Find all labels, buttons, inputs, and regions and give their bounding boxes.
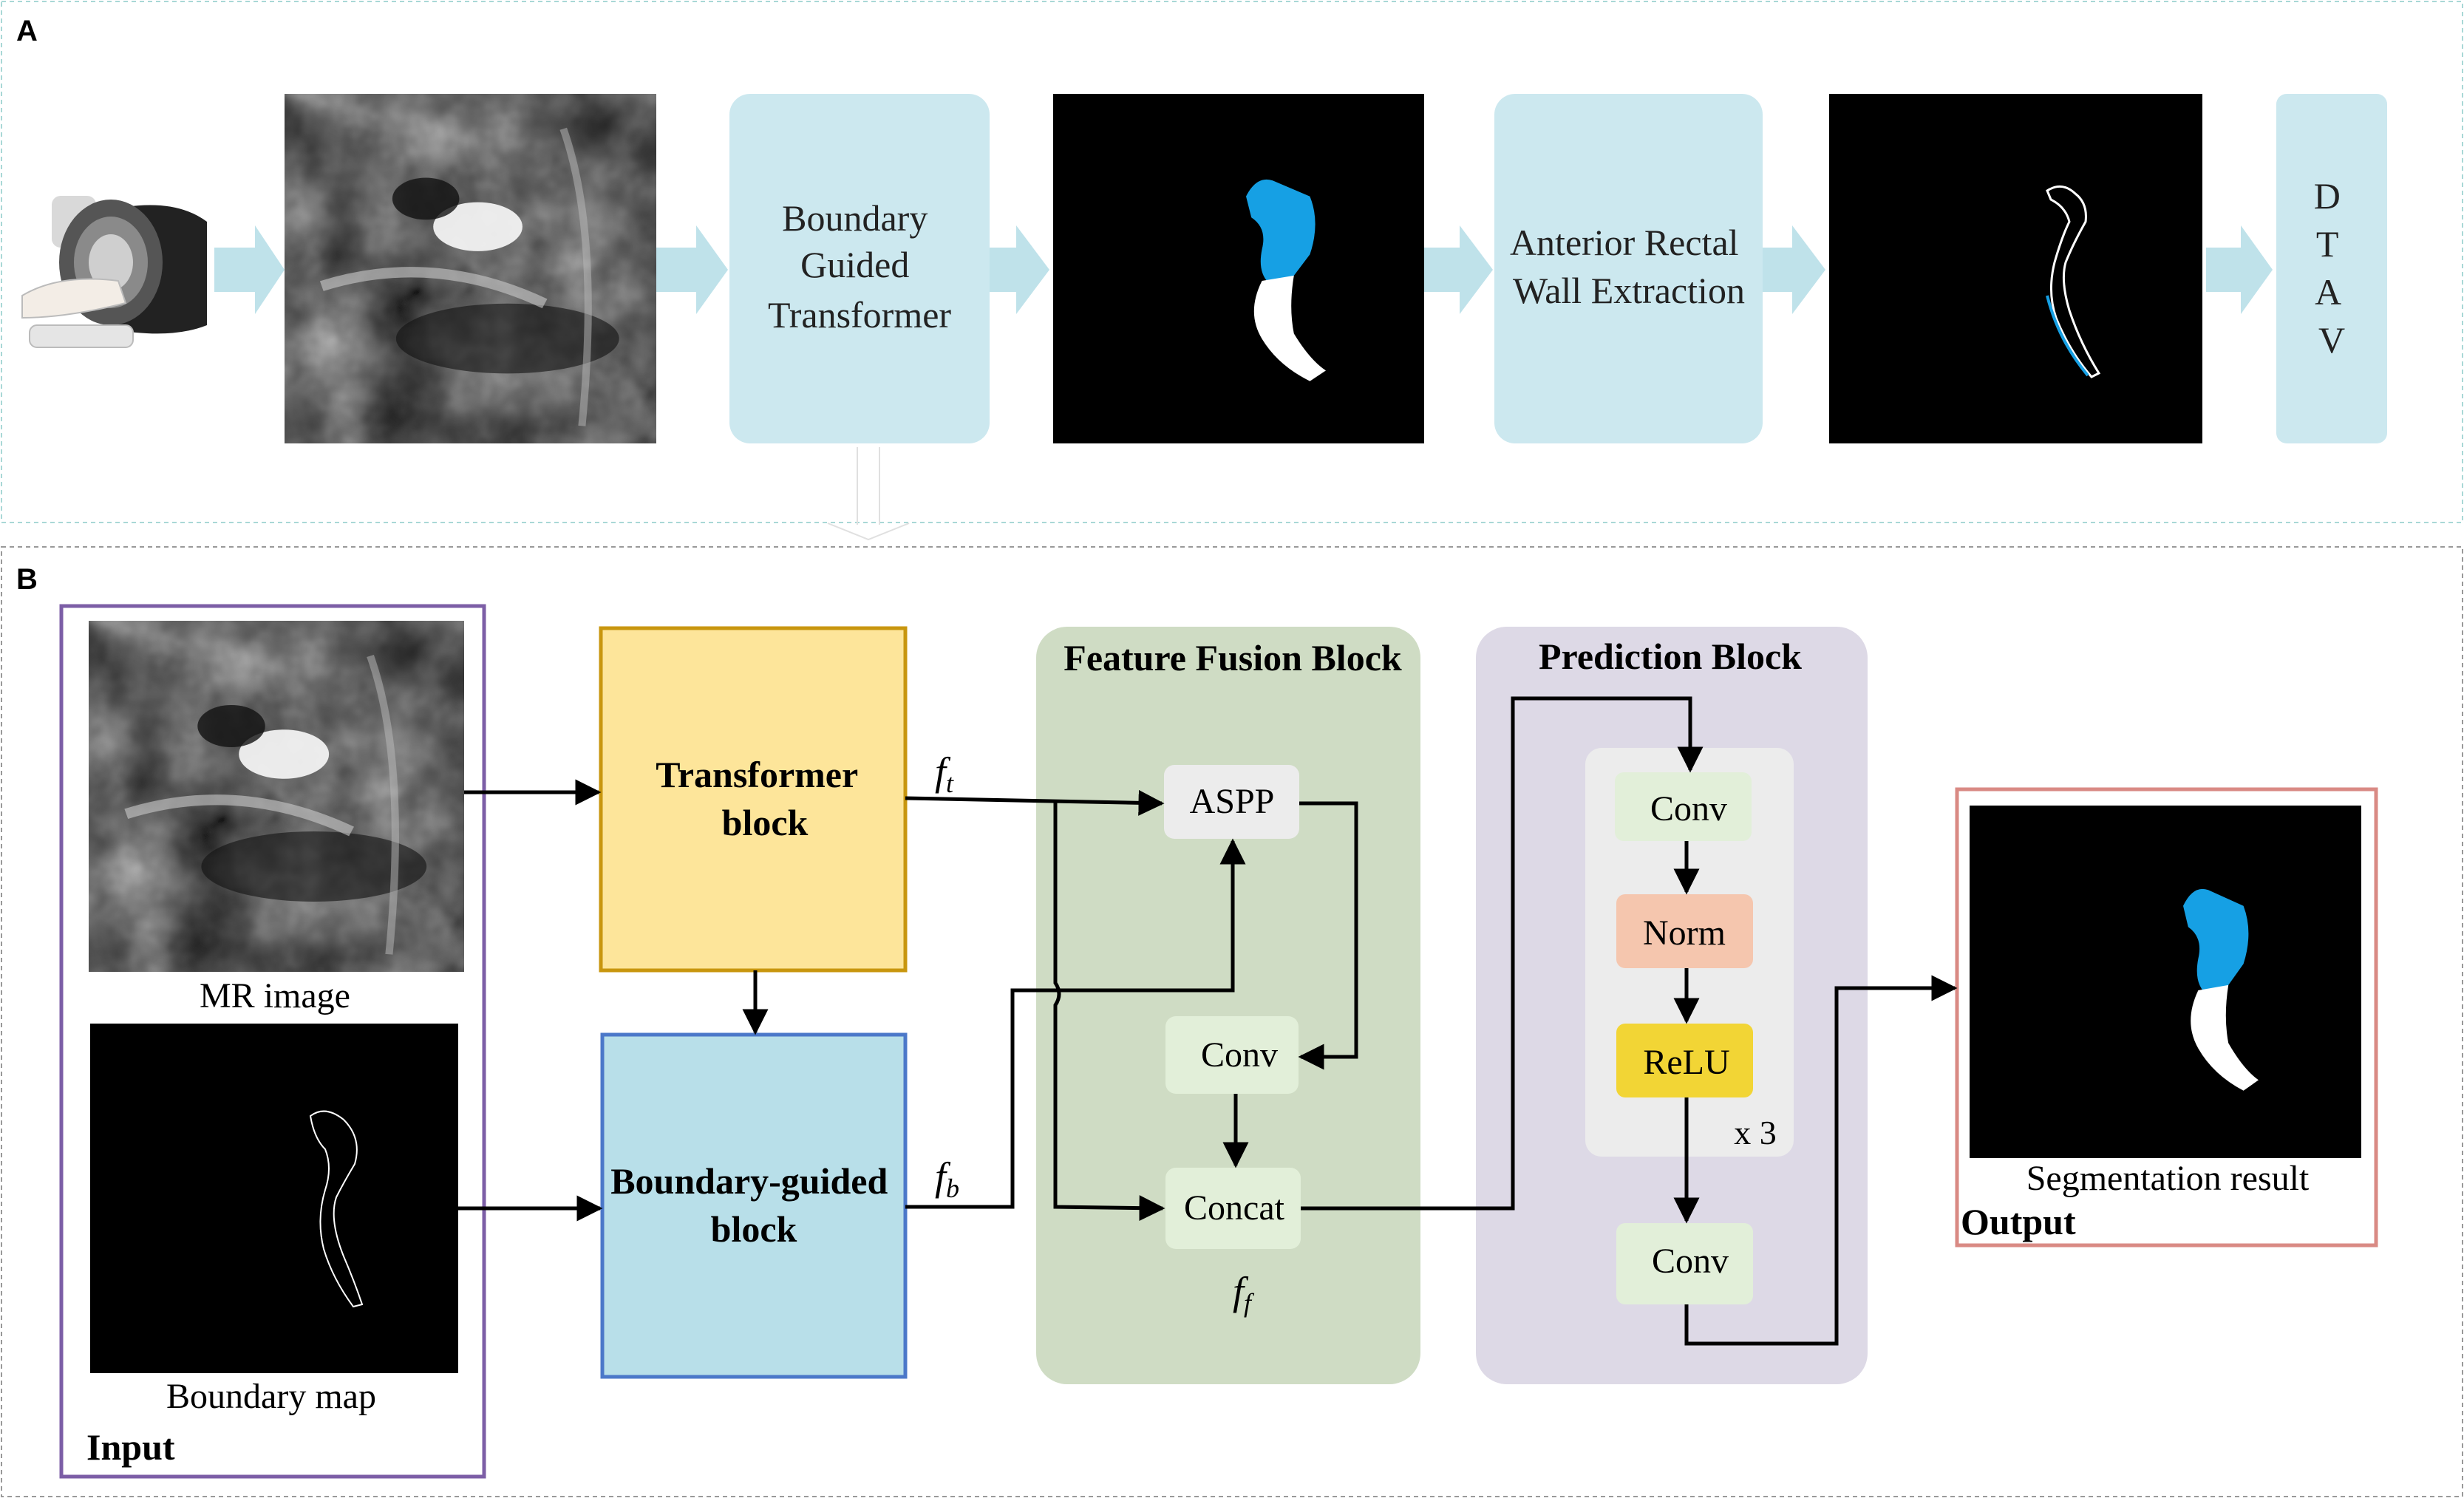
transformer-block xyxy=(599,626,908,973)
concat-to-prediction-arrow xyxy=(1301,696,1704,1211)
fb-symbol: fb xyxy=(935,1154,959,1203)
concat-label: Concat xyxy=(1184,1188,1285,1228)
input-frame xyxy=(59,604,486,1479)
panel-b-label: B xyxy=(16,563,38,596)
anterior-wall-highlight xyxy=(2046,295,2089,377)
repeat-count-label: x 3 xyxy=(1734,1114,1777,1151)
prediction-to-output-arrow xyxy=(1684,975,1958,1346)
boundary-guided-block xyxy=(600,1032,908,1379)
prediction-title: Prediction Block xyxy=(1539,636,1802,677)
mri-scanner-icon xyxy=(21,196,207,348)
output-frame xyxy=(1955,787,2378,1248)
transformer-block-label: Transformer block xyxy=(656,754,867,843)
ft-symbol: ft xyxy=(935,749,954,798)
mr-image-caption: MR image xyxy=(200,976,350,1015)
dtav-box xyxy=(2276,94,2387,443)
aspp-to-conv-arrow xyxy=(1298,801,1358,1070)
pred-conv1-node xyxy=(1615,772,1752,841)
norm-node xyxy=(1616,894,1753,968)
panel-b-frame xyxy=(1,546,2463,1497)
aspp-label: ASPP xyxy=(1190,782,1275,821)
boundary-guided-block-label: Boundary-guided block xyxy=(610,1160,897,1250)
relu-label: ReLU xyxy=(1643,1043,1729,1082)
output-title: Output xyxy=(1961,1201,2076,1242)
pred-conv2-label: Conv xyxy=(1652,1242,1729,1281)
panel-a-label: A xyxy=(16,15,38,47)
feature-fusion-block xyxy=(1036,627,1420,1384)
boundary-guided-transformer-box xyxy=(729,94,990,443)
fusion-conv-node xyxy=(1165,1016,1299,1094)
rectal-contour xyxy=(2046,185,2101,378)
panel-a-frame xyxy=(1,1,2463,523)
pred-conv1-label: Conv xyxy=(1650,789,1727,828)
pred-conv2-node xyxy=(1616,1223,1753,1304)
fb-to-aspp-arrow xyxy=(905,838,1246,1209)
panel-connector xyxy=(827,447,910,541)
ft-to-concat-arrow xyxy=(1053,802,1165,1222)
contour-image-a xyxy=(1829,94,2202,443)
ft-to-aspp-arrow xyxy=(905,789,1165,816)
boundary-map-image xyxy=(90,1024,458,1373)
boundary-map-contour xyxy=(309,1110,364,1308)
flow-arrows-panel-a xyxy=(214,225,2273,314)
dtav-label: D T A V xyxy=(2314,175,2350,361)
connections xyxy=(458,696,1958,1346)
feature-fusion-title: Feature Fusion Block xyxy=(1063,637,1402,678)
boundary-guided-transformer-label: Boundary Guided Transformer xyxy=(768,197,951,336)
segmentation-result-caption: Segmentation result xyxy=(2026,1159,2310,1198)
mr-image-b xyxy=(89,621,464,972)
input-title: Input xyxy=(86,1426,175,1468)
boundary-map-caption: Boundary map xyxy=(166,1377,376,1416)
relu-node xyxy=(1616,1024,1753,1097)
concat-node xyxy=(1165,1168,1301,1249)
anterior-rectal-wall-extraction-label: Anterior Rectal Wall Extraction xyxy=(1510,222,1748,311)
anterior-rectal-wall-extraction-box xyxy=(1494,94,1763,443)
segmentation-result-image xyxy=(1970,806,2361,1158)
segmentation-image-a xyxy=(1053,94,1424,443)
norm-label: Norm xyxy=(1643,913,1726,953)
fusion-conv-label: Conv xyxy=(1201,1035,1278,1075)
aspp-node xyxy=(1164,765,1299,839)
mr-image-a xyxy=(285,94,656,443)
